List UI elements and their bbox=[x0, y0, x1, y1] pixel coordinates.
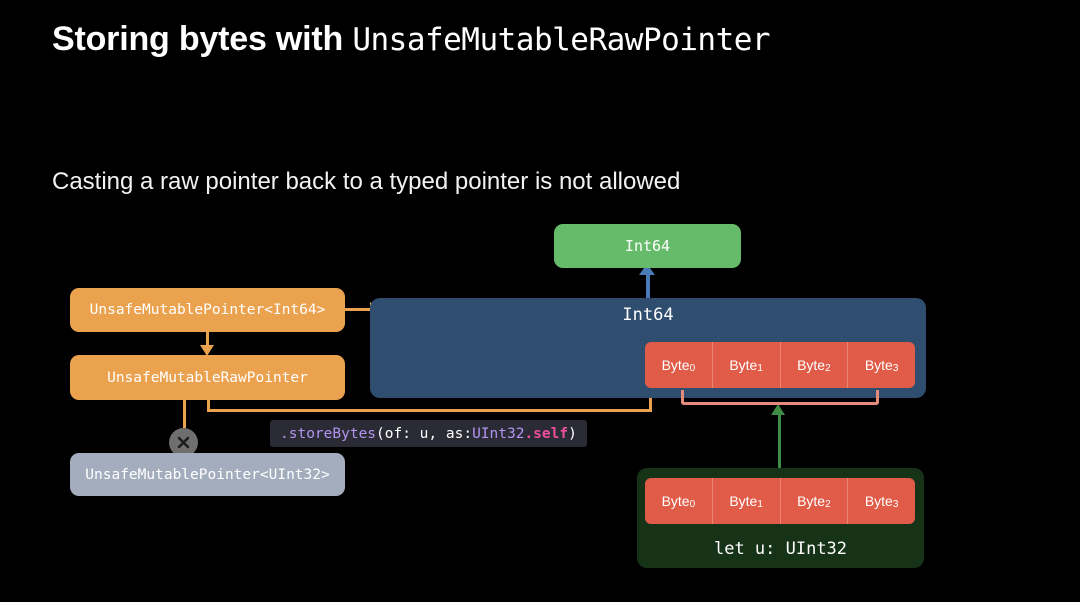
typed-pointer-int64-box: UnsafeMutablePointer<Int64> bbox=[70, 288, 345, 332]
arrow-memory-to-type-shaft bbox=[646, 272, 650, 299]
byte-cell-name: Byte bbox=[864, 357, 893, 373]
store-bytes-code-callout: .storeBytes(of: u, as: UInt32.self) bbox=[270, 420, 587, 447]
title-mono-term: UnsafeMutableRawPointer bbox=[352, 22, 771, 58]
code-open-args: (of: u, as: bbox=[376, 425, 473, 442]
result-type-label: Int64 bbox=[624, 237, 671, 255]
byte-cell-name: Byte bbox=[729, 357, 758, 373]
byte-cell-index: 1 bbox=[757, 498, 763, 510]
arrow-memory-to-type-head bbox=[639, 264, 655, 275]
byte-cell-name: Byte bbox=[661, 357, 690, 373]
arrow-typed-to-raw-shaft bbox=[206, 332, 209, 348]
byte-cell-index: 2 bbox=[825, 362, 831, 374]
source-value-label: let u: UInt32 bbox=[713, 539, 848, 559]
arrow-raw-to-memory-segment-down bbox=[207, 400, 210, 411]
code-type: UInt32 bbox=[472, 425, 525, 442]
code-self-keyword: .self bbox=[524, 425, 569, 442]
title-prefix: Storing bytes with bbox=[52, 20, 353, 58]
arrow-raw-to-memory-segment-up bbox=[649, 390, 652, 411]
byte-cell-name: Byte bbox=[864, 493, 893, 509]
byte-cell-index: 3 bbox=[892, 362, 899, 374]
byte-cell-name: Byte bbox=[797, 357, 826, 373]
arrow-raw-to-disallowed-cast bbox=[183, 400, 186, 428]
code-method: .storeBytes bbox=[280, 425, 377, 442]
typed-pointer-int64-label: UnsafeMutablePointer<Int64> bbox=[89, 302, 326, 318]
memory-region-label: Int64 bbox=[622, 305, 674, 325]
raw-pointer-label: UnsafeMutableRawPointer bbox=[107, 369, 308, 386]
raw-pointer-box: UnsafeMutableRawPointer bbox=[70, 355, 345, 400]
disallowed-cast-icon bbox=[169, 428, 198, 457]
byte-cell-index: 2 bbox=[825, 498, 831, 510]
arrow-source-to-memory-head bbox=[771, 404, 785, 415]
arrow-raw-to-memory-segment-across bbox=[207, 409, 652, 412]
code-close-args: ) bbox=[568, 425, 577, 442]
result-type-box: Int64 bbox=[554, 224, 741, 268]
arrow-source-to-memory-shaft bbox=[778, 412, 781, 470]
byte-cell-name: Byte bbox=[729, 493, 758, 509]
byte-cell-index: 0 bbox=[689, 362, 696, 374]
destination-byte-bracket bbox=[681, 390, 879, 405]
page-title: Storing bytes with UnsafeMutableRawPoint… bbox=[52, 20, 771, 59]
arrow-typed-to-raw-head bbox=[200, 345, 214, 356]
byte-cell-name: Byte bbox=[661, 493, 690, 509]
byte-cell-index: 3 bbox=[892, 498, 899, 510]
typed-pointer-uint32-box: UnsafeMutablePointer<UInt32> bbox=[70, 453, 345, 496]
byte-cell-name: Byte bbox=[797, 493, 826, 509]
byte-cell-index: 1 bbox=[757, 362, 763, 374]
typed-pointer-uint32-label: UnsafeMutablePointer<UInt32> bbox=[85, 466, 330, 483]
arrow-typed-pointer-to-memory-shaft bbox=[345, 308, 373, 311]
byte-cell-index: 0 bbox=[689, 498, 696, 510]
page-subtitle: Casting a raw pointer back to a typed po… bbox=[52, 168, 681, 195]
